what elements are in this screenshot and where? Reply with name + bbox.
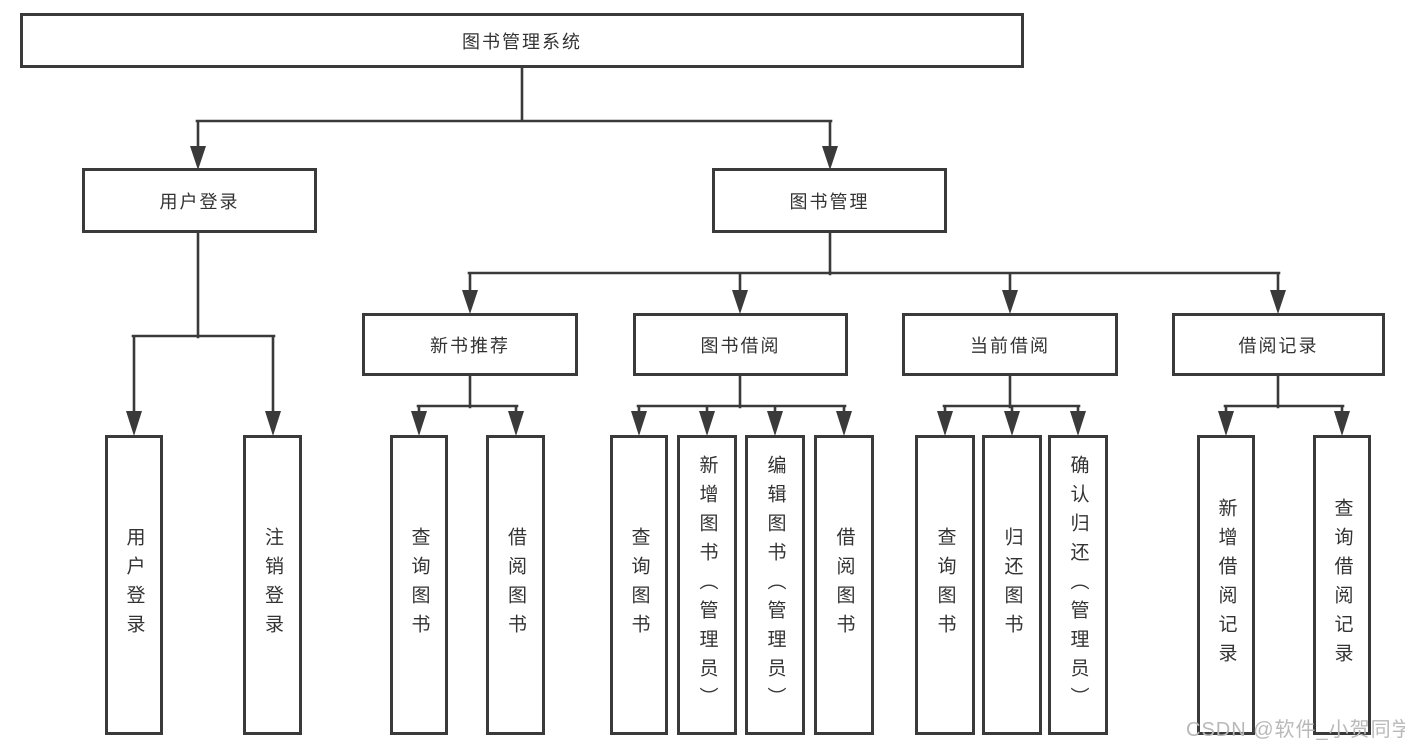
leaf-return-books-label: 归还图书 — [1001, 527, 1023, 643]
leaf-user-login-label: 用户登录 — [123, 527, 145, 643]
leaf-add-books-admin: 新增图书（管理员） — [677, 435, 737, 735]
node-book-borrow: 图书借阅 — [633, 313, 848, 376]
leaf-confirm-return-admin: 确认归还（管理员） — [1048, 435, 1108, 735]
node-user-login-label: 用户登录 — [159, 191, 240, 212]
node-borrow-records: 借阅记录 — [1172, 313, 1385, 376]
leaf-query-borrow-record: 查询借阅记录 — [1313, 435, 1371, 735]
connector-edges — [131, 66, 1345, 417]
leaf-query-books-1-label: 查询图书 — [408, 527, 430, 643]
leaf-query-books-3-label: 查询图书 — [934, 527, 956, 643]
leaf-add-books-admin-label: 新增图书（管理员） — [696, 454, 718, 716]
leaf-query-books-1: 查询图书 — [390, 435, 448, 735]
node-current-borrow: 当前借阅 — [902, 313, 1118, 376]
node-user-login: 用户登录 — [82, 168, 317, 233]
leaf-query-books-3: 查询图书 — [915, 435, 975, 735]
node-root-system: 图书管理系统 — [20, 13, 1024, 68]
leaf-add-borrow-record: 新增借阅记录 — [1197, 435, 1255, 735]
leaf-logout: 注销登录 — [243, 435, 302, 735]
leaf-logout-label: 注销登录 — [262, 527, 283, 643]
node-current-borrow-label: 当前借阅 — [970, 335, 1050, 356]
leaf-borrow-books-2-label: 借阅图书 — [833, 527, 855, 643]
csdn-watermark: CSDN @软件_小贺同学 — [1186, 719, 1405, 741]
leaf-user-login: 用户登录 — [105, 435, 163, 735]
node-new-book-recommend-label: 新书推荐 — [430, 335, 510, 356]
leaf-borrow-books-2: 借阅图书 — [814, 435, 874, 735]
node-new-book-recommend: 新书推荐 — [362, 313, 578, 376]
leaf-borrow-books-1-label: 借阅图书 — [505, 527, 526, 643]
node-root-label: 图书管理系统 — [462, 31, 582, 52]
leaf-query-books-2-label: 查询图书 — [628, 527, 650, 643]
node-borrow-records-label: 借阅记录 — [1238, 335, 1319, 356]
node-book-management: 图书管理 — [712, 168, 947, 233]
node-book-borrow-label: 图书借阅 — [700, 335, 781, 356]
node-book-management-label: 图书管理 — [789, 191, 870, 212]
leaf-edit-books-admin: 编辑图书（管理员） — [745, 435, 805, 735]
leaf-return-books: 归还图书 — [982, 435, 1042, 735]
leaf-edit-books-admin-label: 编辑图书（管理员） — [764, 454, 786, 716]
leaf-add-borrow-record-label: 新增借阅记录 — [1215, 498, 1237, 672]
leaf-query-books-2: 查询图书 — [610, 435, 668, 735]
leaf-query-borrow-record-label: 查询借阅记录 — [1331, 498, 1353, 672]
leaf-confirm-return-admin-label: 确认归还（管理员） — [1067, 454, 1089, 716]
arrowheads — [126, 146, 1350, 436]
leaf-borrow-books-1: 借阅图书 — [486, 435, 545, 735]
